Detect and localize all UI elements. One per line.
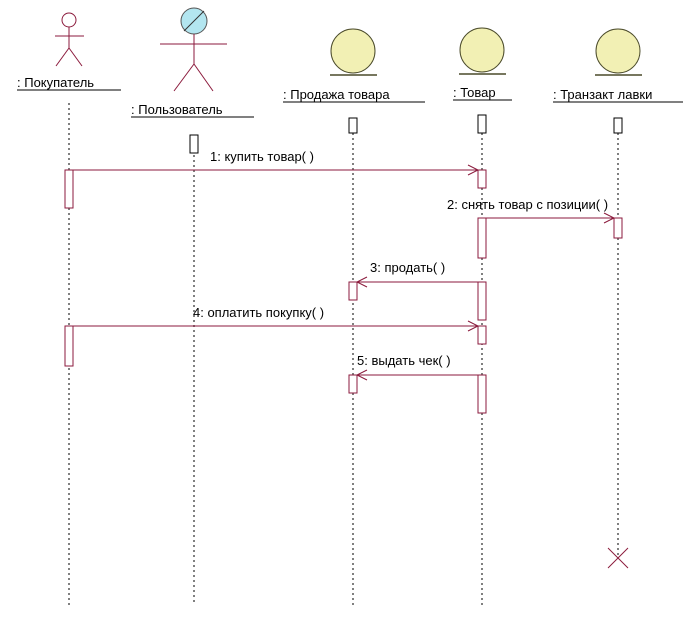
focus-box-tovar (477, 114, 487, 134)
message-5 (355, 369, 478, 381)
entity-prodazha-icon (330, 28, 377, 76)
activation-tovar-5 (477, 374, 487, 414)
message-1 (73, 164, 480, 176)
message-2 (486, 212, 616, 224)
focus-box-prodazha (348, 117, 358, 134)
participant-label-prodazha: : Продажа товара (283, 87, 390, 102)
message-label-4: 4: оплатить покупку( ) (193, 305, 324, 320)
participant-label-pokupatel: : Покупатель (17, 75, 94, 90)
activation-pokupatel-2 (64, 325, 74, 367)
activation-tovar-1 (477, 169, 487, 189)
focus-box-tranzakt (613, 117, 623, 134)
activation-prodazha-1 (348, 281, 358, 301)
activation-tranzakt-1 (613, 217, 623, 239)
actor-pokupatel-icon (55, 12, 84, 67)
actor-polzovatel-icon (160, 7, 227, 92)
entity-tovar-icon (459, 27, 506, 75)
destroy-marker-icon (607, 547, 629, 569)
focus-box-polzovatel (189, 134, 199, 154)
activation-tovar-2 (477, 217, 487, 259)
message-3 (355, 276, 478, 288)
message-label-3: 3: продать( ) (370, 260, 445, 275)
activation-prodazha-2 (348, 374, 358, 394)
message-label-1: 1: купить товар( ) (210, 149, 314, 164)
participant-label-tovar: : Товар (453, 85, 496, 100)
activation-tovar-3 (477, 281, 487, 321)
message-label-2: 2: снять товар с позиции( ) (447, 197, 608, 212)
participant-label-polzovatel: : Пользователь (131, 102, 223, 117)
activation-tovar-4 (477, 325, 487, 345)
message-4 (73, 320, 480, 332)
message-label-5: 5: выдать чек( ) (357, 353, 451, 368)
entity-tranzakt-icon (595, 28, 642, 76)
participant-label-tranzakt: : Транзакт лавки (553, 87, 652, 102)
activation-pokupatel-1 (64, 169, 74, 209)
